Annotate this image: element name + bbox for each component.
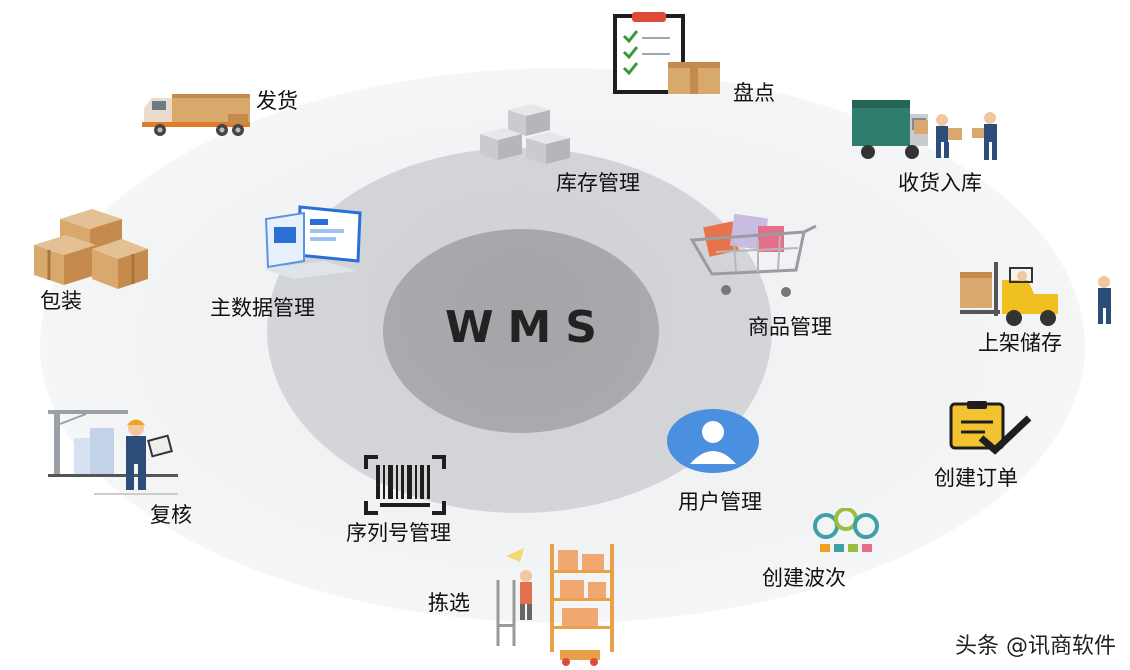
step-receive: 收货入库	[898, 171, 982, 195]
module-user: 用户管理	[678, 490, 762, 514]
wave-circles-icon	[813, 508, 879, 552]
step-wave: 创建波次	[762, 566, 846, 590]
step-review: 复核	[150, 503, 192, 527]
picking-shelf-icon	[496, 544, 614, 666]
step-pack: 包装	[40, 289, 82, 313]
module-inventory: 库存管理	[556, 171, 640, 195]
computer-screen-icon	[264, 205, 362, 279]
inner-ring	[383, 229, 659, 433]
inspector-icon	[48, 410, 178, 495]
module-product: 商品管理	[748, 315, 832, 339]
boxes-icon	[34, 209, 148, 289]
step-count: 盘点	[733, 81, 775, 105]
clipboard-box-icon	[613, 12, 720, 94]
order-check-icon	[949, 401, 1032, 455]
forklift-icon	[960, 262, 1111, 326]
step-order: 创建订单	[934, 466, 1018, 490]
watermark: 头条 @讯商软件	[955, 634, 1116, 659]
step-ship: 发货	[256, 89, 298, 113]
step-shelve: 上架储存	[978, 331, 1062, 355]
module-master-data: 主数据管理	[210, 296, 315, 320]
center-title: WMS	[444, 302, 611, 353]
stacked-parcels-icon	[480, 104, 570, 164]
user-avatar-icon	[667, 409, 759, 473]
shopping-cart-icon	[689, 213, 817, 297]
module-serial: 序列号管理	[346, 521, 451, 545]
step-pick: 拣选	[428, 591, 470, 615]
barcode-scanner-icon	[364, 455, 446, 515]
delivery-truck-workers-icon	[852, 100, 997, 160]
truck-icon	[142, 94, 250, 136]
